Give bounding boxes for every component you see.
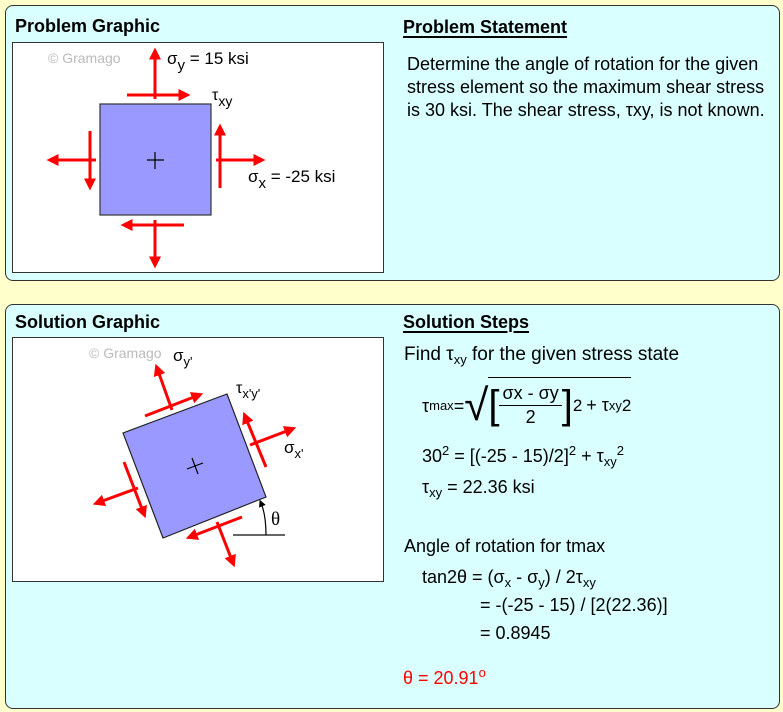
eq3-b: = 22.36 ksi (442, 477, 535, 497)
problem-statement-title: Problem Statement (403, 17, 568, 37)
fraction-numerator: σx - σy (499, 382, 562, 406)
bracket-left: [ (488, 383, 500, 427)
eq1-lhs: τ (422, 395, 430, 416)
problem-graphic-title: Problem Graphic (15, 16, 161, 36)
equation-3: τxy = 22.36 ksi (422, 476, 535, 499)
eq4-sub3: xy (582, 575, 596, 590)
eq2-c-sub: xy (603, 454, 617, 469)
eq4-sub2: y (538, 575, 545, 590)
step1-rest: for the given stress state (466, 344, 680, 365)
bracket-right: ] (561, 383, 573, 427)
equation-5: = -(-25 - 15) / [2(22.36)] (480, 595, 668, 615)
eq2-a-sup: 2 (442, 443, 450, 458)
eq4-sub1: x (504, 575, 512, 590)
eq2-c-sup: 2 (616, 443, 624, 458)
result-text: θ = 20.91 (403, 668, 479, 688)
equation-4: tan2θ = (σx - σy) / 2τxy (422, 566, 596, 589)
result-degree: o (478, 665, 486, 680)
solution-graphic (12, 337, 384, 582)
problem-graphic (12, 42, 384, 273)
eq2-b-sup: 2 (568, 443, 577, 458)
result-angle: θ = 20.91o (403, 665, 486, 690)
eq3-a: τ (422, 477, 430, 497)
eq4-b: - σ (511, 567, 539, 587)
eq3-a-sub: xy (429, 485, 443, 500)
step1-text: Find τ (404, 344, 454, 365)
problem-statement-text: Determine the angle of rotation for the … (407, 54, 765, 120)
fraction-denominator: 2 (525, 407, 536, 427)
eq4-a: tan2θ = (σ (422, 567, 505, 587)
step2-intro: Angle of rotation for tmax (404, 536, 606, 556)
step1-intro: Find τxy for the given stress state (404, 343, 679, 366)
eq2-b: = [(-25 - 15)/2] (449, 446, 569, 466)
solution-graphic-title: Solution Graphic (15, 312, 161, 332)
solution-steps-title: Solution Steps (403, 312, 529, 332)
equation-2: 302 = [(-25 - 15)/2]2 + τxy2 (422, 443, 624, 469)
step1-sub: xy (453, 352, 467, 367)
equation-6: = 0.8945 (480, 623, 551, 643)
eq1-equals: = (453, 395, 465, 416)
eq2-a: 30 (422, 446, 443, 466)
eq2-c: + τ (576, 446, 604, 466)
eq1-plus: + τ (586, 395, 609, 415)
sqrt-symbol: √ (464, 381, 489, 430)
eq4-c: ) / 2τ (544, 567, 583, 587)
